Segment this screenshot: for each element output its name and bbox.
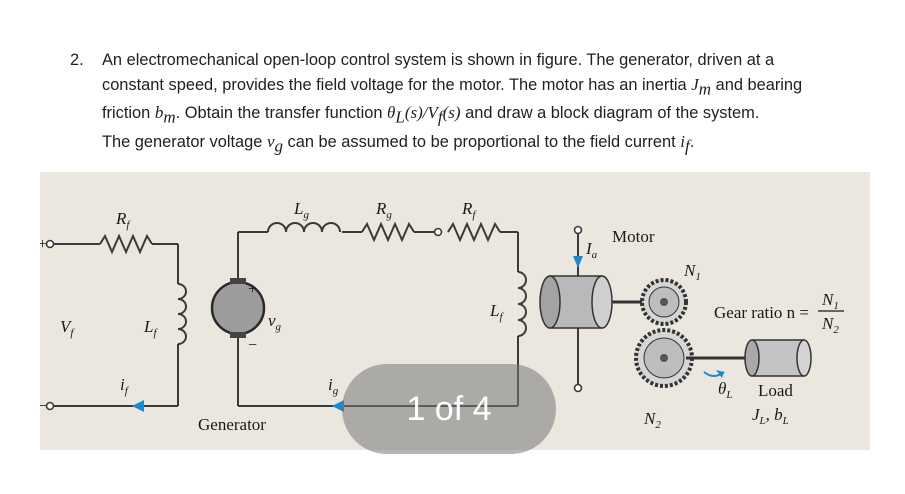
terminal-junction [433,227,443,237]
label-gear-num: N1 [821,290,839,312]
label-ig: ig [328,375,339,397]
label-gear-ratio: Gear ratio n = [714,303,809,322]
label-rf-left: Rf [115,209,131,231]
label-motor: Motor [612,227,655,246]
label-minus-left: − [40,398,47,415]
arrow-ia [573,256,583,268]
resistor-rg [361,221,415,243]
label-n2: N2 [643,409,661,431]
gear-n2 [634,328,694,388]
label-ia: Ia [585,239,598,261]
label-gear-den: N2 [821,314,839,336]
load-body [686,339,812,378]
arrow-if [132,400,144,412]
resistor-rf-right [447,221,501,243]
problem-line-4: The generator voltage vg can be assumed … [102,132,695,156]
generator-symbol [210,278,266,338]
gear-n1 [640,278,688,326]
page-indicator-overlay: 1 of 4 [342,364,556,454]
terminal-vf-minus [45,401,55,411]
terminal-motor-bottom [573,383,583,393]
terminal-vf-plus [45,239,55,249]
label-rf-right: Rf [461,199,477,221]
problem-number: 2. [70,51,84,69]
label-vg: vg [268,311,282,333]
circuit-diagram: Rf Lg Rg Rf Vf Lf if vg ig Lf Ia N1 N2 N… [40,199,844,434]
problem-line-3: friction bm. Obtain the transfer functio… [102,103,760,127]
label-vf: Vf [60,317,75,339]
motor-body [539,275,646,329]
label-plus-left: + [40,236,47,253]
terminal-motor-top [573,225,583,235]
arrow-ig [332,400,344,412]
label-lf-right: Lf [489,301,504,323]
label-load: Load [758,381,793,400]
label-rg: Rg [375,199,392,221]
label-plus-gen: + [248,281,257,298]
inductor-lf-right [517,271,527,337]
label-jl-bl: JL, bL [752,405,789,427]
label-minus-gen: − [248,337,257,354]
label-lf-left: Lf [143,317,158,339]
resistor-rf-left [99,233,153,255]
label-thetal: θL [718,379,732,401]
label-n1: N1 [683,261,701,283]
problem-line-1: An electromechanical open-loop control s… [102,51,775,69]
label-if: if [120,375,130,397]
label-lg: Lg [293,199,309,221]
problem-text: 2. An electromechanical open-loop contro… [70,48,870,159]
inductor-lg [267,222,341,233]
inductor-lf-left [177,283,187,345]
label-generator: Generator [198,415,266,434]
problem-line-2: constant speed, provides the field volta… [102,74,803,98]
